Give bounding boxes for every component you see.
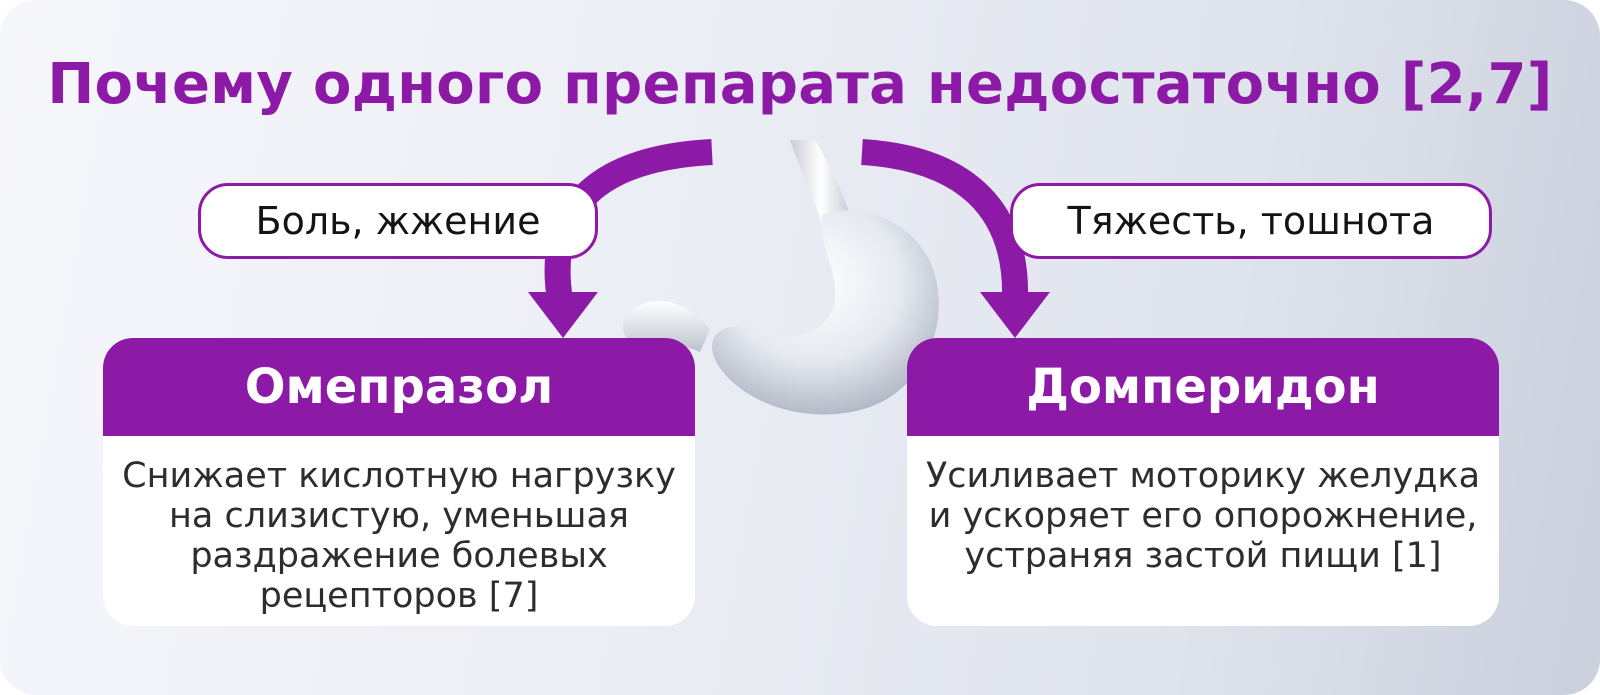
drug-name-omeprazole: Омепразол bbox=[103, 338, 695, 436]
drug-card-domperidone: Домперидон Усиливает моторику желудка и … bbox=[907, 338, 1499, 626]
symptom-label-pain: Боль, жжение bbox=[255, 199, 541, 243]
drug-description-omeprazole: Снижает кислотную нагрузку на слизистую,… bbox=[122, 456, 676, 616]
symptom-pill-nausea: Тяжесть, тошнота bbox=[1010, 183, 1492, 259]
arrow-right-curved bbox=[861, 139, 1050, 338]
drug-name-domperidone: Домперидон bbox=[907, 338, 1499, 436]
symptom-pill-pain: Боль, жжение bbox=[198, 183, 598, 259]
page-title: Почему одного препарата недостаточно [2,… bbox=[47, 52, 1553, 117]
drug-description-domperidone: Усиливает моторику желудка и ускоряет ег… bbox=[925, 456, 1481, 576]
drug-card-omeprazole: Омепразол Снижает кислотную нагрузку на … bbox=[103, 338, 695, 626]
symptom-label-nausea: Тяжесть, тошнота bbox=[1067, 199, 1435, 243]
